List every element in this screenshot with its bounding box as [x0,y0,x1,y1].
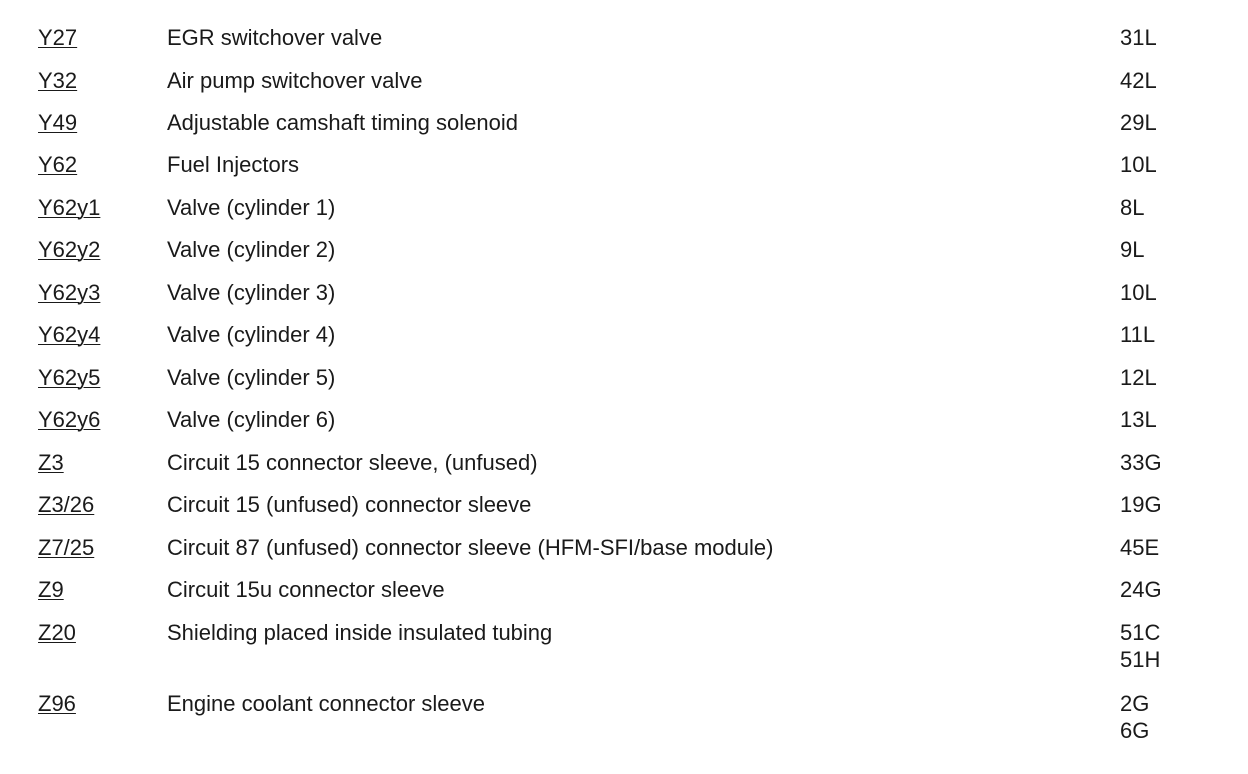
grid-location-value: 51H [1120,647,1161,672]
grid-location: 42L [1120,67,1157,94]
component-description: Shielding placed inside insulated tubing [167,620,553,645]
grid-location: 33G [1120,449,1162,476]
component-description: Engine coolant connector sleeve [167,691,485,716]
grid-location: 9L [1120,236,1144,263]
component-description: Circuit 15 connector sleeve, (unfused) [167,450,538,475]
grid-location-value: 33G [1120,450,1162,475]
component-code-link[interactable]: Y32 [38,68,78,93]
grid-location: 10L [1120,279,1157,306]
component-description: Valve (cylinder 4) [167,322,336,347]
grid-location-value: 8L [1120,195,1145,220]
component-description: Valve (cylinder 5) [167,365,336,390]
grid-location: 12L [1120,364,1157,391]
grid-location: 10L [1120,151,1157,178]
grid-location-value: 29L [1120,110,1157,135]
component-description: Valve (cylinder 2) [167,237,336,262]
grid-location-value: 19G [1120,492,1162,517]
grid-location-value: 45E [1120,535,1160,560]
component-code-link[interactable]: Y62 [38,152,78,177]
component-description: EGR switchover valve [167,25,383,50]
grid-location: 29L [1120,109,1157,136]
component-description: Adjustable camshaft timing solenoid [167,110,518,135]
component-description: Circuit 15 (unfused) connector sleeve [167,492,532,517]
grid-location-value: 24G [1120,577,1162,602]
grid-location: 24G [1120,576,1162,603]
grid-location-value: 11L [1120,322,1156,347]
grid-location: 8L [1120,194,1144,221]
component-code-link[interactable]: Z20 [38,620,76,645]
component-code-link[interactable]: Z7/25 [38,535,95,560]
component-description: Circuit 87 (unfused) connector sleeve (H… [167,535,774,560]
component-code-link[interactable]: Y62y6 [38,407,101,432]
component-code-link[interactable]: Y62y1 [38,195,101,220]
component-description: Valve (cylinder 6) [167,407,336,432]
grid-location: 13L [1120,406,1157,433]
component-code-link[interactable]: Y27 [38,25,78,50]
grid-location-value: 51C [1120,620,1161,645]
component-code-link[interactable]: Z3/26 [38,492,95,517]
grid-location-value: 31L [1120,25,1157,50]
component-code-link[interactable]: Y62y4 [38,322,101,347]
grid-location-value: 42L [1120,68,1157,93]
grid-location: 31L [1120,24,1157,51]
grid-location: 45E [1120,534,1159,561]
grid-location: 2G 6G [1120,690,1149,744]
component-code-link[interactable]: Z9 [38,577,64,602]
component-description: Valve (cylinder 3) [167,280,336,305]
grid-location-value: 9L [1120,237,1145,262]
component-code-link[interactable]: Y49 [38,110,78,135]
grid-location-value: 12L [1120,365,1157,390]
grid-location-value: 13L [1120,407,1157,432]
component-description: Valve (cylinder 1) [167,195,336,220]
grid-location: 51C 51H [1120,619,1160,673]
grid-location-value: 10L [1120,152,1157,177]
component-description: Air pump switchover valve [167,68,423,93]
grid-location: 19G [1120,491,1162,518]
grid-location-value: 2G [1120,691,1150,716]
component-code-link[interactable]: Y62y5 [38,365,101,390]
grid-location-value: 6G [1120,718,1150,743]
grid-location-value: 10L [1120,280,1157,305]
grid-location: 11L [1120,321,1155,348]
component-code-link[interactable]: Y62y3 [38,280,101,305]
component-code-link[interactable]: Z96 [38,691,76,716]
component-description: Fuel Injectors [167,152,300,177]
component-code-link[interactable]: Z3 [38,450,64,475]
component-code-link[interactable]: Y62y2 [38,237,101,262]
component-description: Circuit 15u connector sleeve [167,577,445,602]
